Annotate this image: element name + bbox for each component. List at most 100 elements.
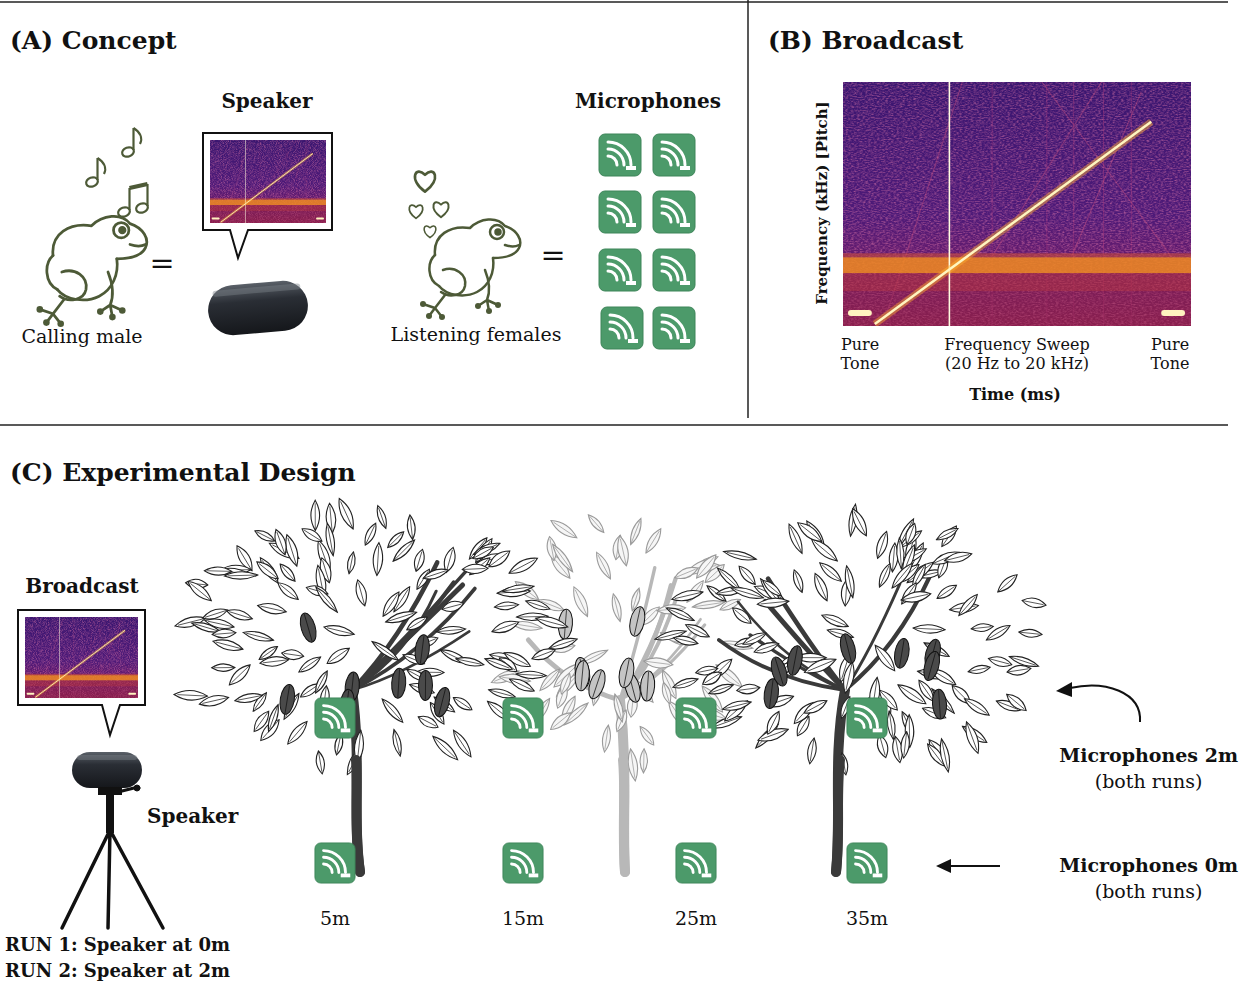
pod-ridge [398,669,400,697]
leaf-blade [300,525,325,545]
leaf-blade [385,529,406,550]
leaf [362,522,379,547]
row-label: Microphones 2m [1059,744,1238,767]
leaf-vein [259,564,278,579]
pod-body [921,650,943,683]
leaf-blade [412,548,427,572]
leaf-blade [558,672,574,696]
leaf-blade [736,563,759,587]
leaf [502,583,535,595]
leaf-blade [212,637,244,654]
leaf-vein [423,571,446,578]
leaf-blade [204,616,235,631]
leaf [913,624,945,634]
leaf [385,529,406,550]
leaf [455,655,484,668]
leaf-blade [938,738,953,773]
leaf [693,552,720,581]
leaf-blade [848,507,870,538]
leaf [1004,691,1029,714]
leaf-blade [422,566,450,582]
calling-frog [37,216,147,327]
leaf [516,670,547,679]
leaf-blade [225,607,253,623]
pod-ridge [634,608,640,635]
leaf-vein [889,711,893,737]
leaf-blade [525,597,551,612]
leaf [900,589,932,605]
leaf-blade [736,683,760,695]
pod-ridge [845,635,852,662]
leaf-vein [959,597,976,616]
leaf-blade [802,697,829,717]
leaf [462,564,488,574]
leaf [323,623,355,639]
cacao-pod [413,634,431,666]
pod-ridge [792,647,797,675]
leaf-blade [550,542,576,574]
leaf-blade [455,655,484,668]
leaf-blade [889,561,916,591]
leaf [637,724,657,747]
leaf-blade [672,675,700,691]
distance-label: 5m [320,907,350,930]
leaf-vein [277,532,285,555]
leaf [324,644,352,667]
leaf [643,656,673,669]
leaf-blade [174,690,208,701]
leaf-vein [341,501,353,529]
leaf-blade [212,664,235,672]
pod-ridge [285,686,289,714]
leaf-blade [722,698,753,713]
run-note: RUN 1: Speaker at 0m [5,934,230,956]
leaf-vein [473,548,491,558]
pod-ridge [647,672,649,700]
leaf-vein [1019,632,1040,634]
leaf-blade [253,528,276,545]
leaf [806,737,818,764]
leaf-vein [878,534,886,558]
part-label: Speaker [221,89,312,113]
pod-ridge [420,636,424,664]
equals-sign: = [149,245,174,281]
leaf-vein [190,583,211,600]
leaf-vein [214,667,235,668]
leaf [938,738,953,773]
leaf-blade [730,605,754,627]
leaf-blade [610,593,624,622]
leaf-vein [454,730,470,754]
leaf-vein [304,530,322,541]
leaf-vein [417,571,428,589]
tree-trunk [836,760,840,872]
leaf [212,637,244,654]
leaf [848,507,870,538]
leaf [764,709,784,736]
leaf-blade [265,703,281,732]
leaf [353,579,369,607]
leaf-vein [229,612,252,619]
leaf [962,720,982,755]
pod-body [391,668,407,699]
leaf [820,611,850,630]
leaf-blade [841,661,857,694]
leaf-vein [816,576,827,600]
leaf-vein [675,592,703,599]
leaf-vein [745,633,766,643]
leaf-vein [892,546,894,572]
leaf-blade [537,667,562,694]
pod-ridge [899,639,904,667]
leaf [490,618,520,636]
leaf-vein [489,553,508,567]
leaf [1019,628,1043,638]
leaf-blade [593,550,614,580]
leaf-blade [665,605,696,624]
leaf-vein [393,542,412,561]
leaf-vein [553,713,571,728]
leaf-blade [962,695,992,719]
leaf [284,719,310,747]
leaf [379,696,405,725]
leaf-blade [254,558,281,582]
pod-ridge [425,671,426,699]
leaf-vein [270,705,279,729]
